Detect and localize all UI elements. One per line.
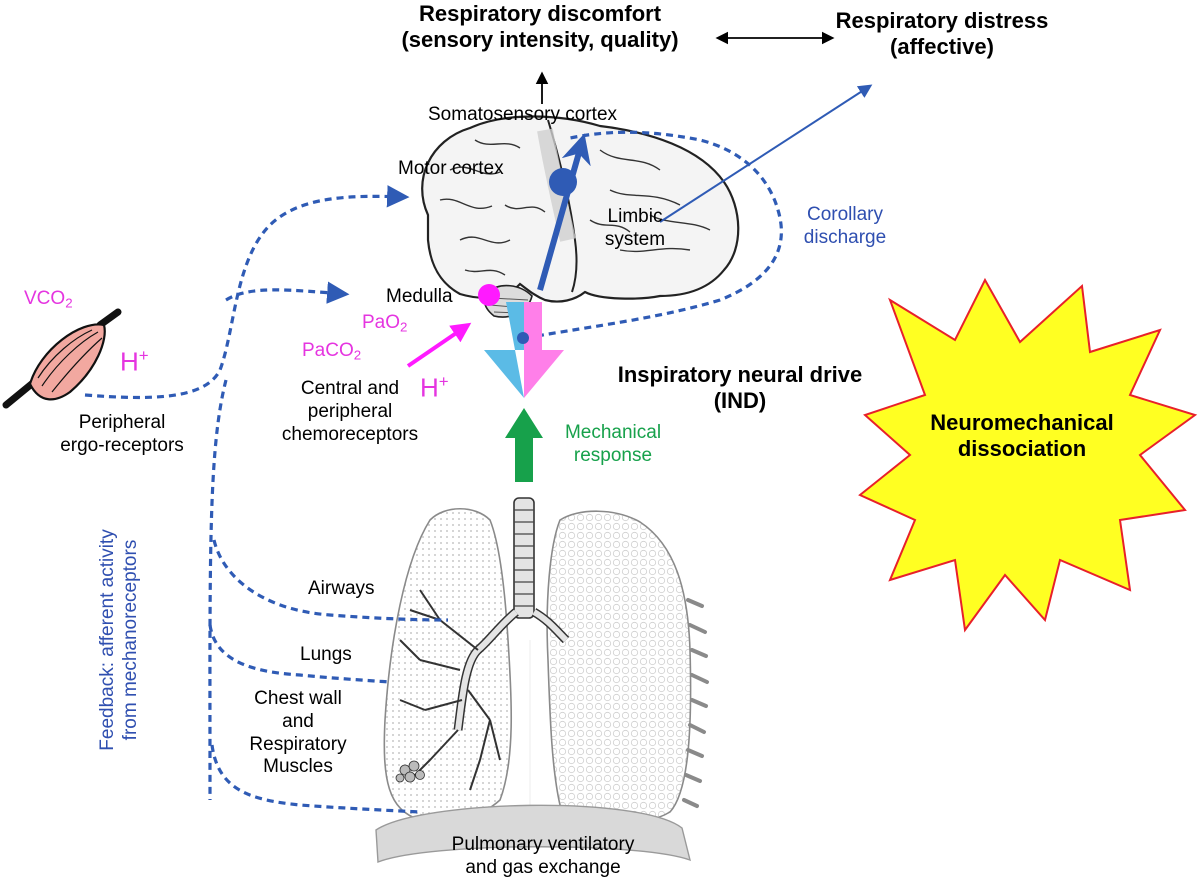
feedback-main-path [208, 379, 228, 801]
mechanical-response-label: Mechanical response [564, 422, 662, 466]
mechanical-response-arrow [505, 408, 543, 482]
starburst-icon [858, 277, 1198, 633]
airways-label: Airways [308, 578, 375, 599]
ind-arrow-icon [484, 302, 564, 398]
corollary-node [517, 332, 529, 344]
pulmonary-ventilatory-label: Pulmonary ventilatory and gas exchange [451, 834, 635, 878]
drive-to-cortex-arrow [537, 133, 591, 291]
paco2-label: PaCO2 [302, 340, 362, 363]
respiratory-discomfort-label: Respiratory discomfort (sensory intensit… [401, 1, 679, 53]
vco2-label: VCO2 [24, 288, 73, 311]
inspiratory-neural-drive-label: Inspiratory neural drive (IND) [617, 362, 863, 414]
feedback-afferent-label: Feedback: afferent activity from mechano… [97, 529, 141, 751]
muscle-icon [2, 308, 122, 409]
lungs-label: Lungs [300, 644, 352, 665]
medulla-node [478, 284, 500, 306]
h-plus-chemo-label: H+ [420, 372, 449, 403]
lungs-icon [375, 497, 709, 863]
limbic-system-label: Limbic system [604, 206, 666, 250]
airways-feedback-path [212, 539, 449, 622]
pao2-label: PaO2 [362, 312, 408, 335]
limbic-to-distress-arrow [659, 84, 873, 223]
corollary-discharge-path [524, 130, 783, 340]
corollary-discharge-label: Corollary discharge [803, 204, 887, 248]
chemoreceptors-label: Central and peripheral chemoreceptors [281, 378, 419, 445]
chest-wall-label: Chest wall and Respiratory Muscles [249, 688, 347, 778]
h-plus-muscle-label: H+ [120, 346, 149, 377]
respiratory-distress-label: Respiratory distress (affective) [835, 8, 1049, 60]
somatosensory-cortex-label: Somatosensory cortex [428, 104, 618, 125]
chemoreceptor-arrow [406, 322, 472, 368]
cortex-node [549, 168, 577, 196]
lungs-feedback-path [208, 624, 391, 684]
motor-cortex-label: Motor cortex [398, 158, 504, 179]
ergo-to-medulla-path [225, 281, 350, 304]
neuromechanical-dissociation-label: Neuromechanical dissociation [930, 410, 1114, 462]
peripheral-ergo-receptors-label: Peripheral ergo-receptors [60, 412, 184, 456]
medulla-label: Medulla [386, 286, 453, 307]
